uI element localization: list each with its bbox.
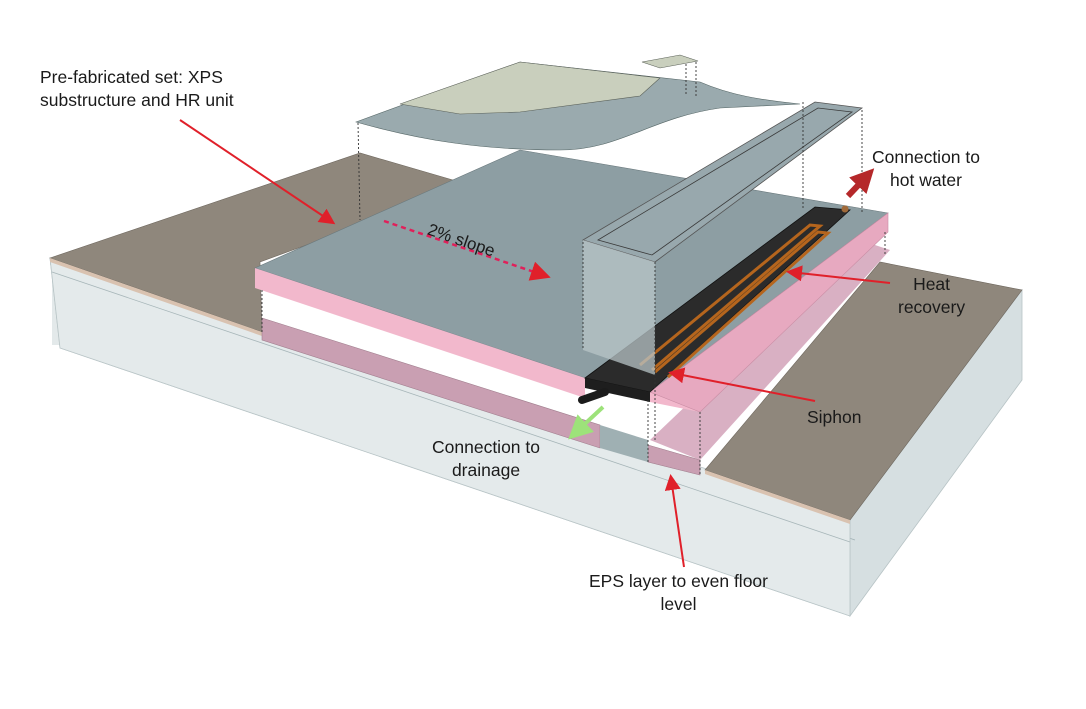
label-hot-water-line2: hot water bbox=[890, 170, 962, 190]
label-eps-layer-line1: EPS layer to even floor bbox=[589, 571, 768, 591]
label-hot-water-line1: Connection to bbox=[872, 147, 980, 167]
copper-coil-1 bbox=[639, 223, 824, 372]
siphon-pipe bbox=[578, 388, 609, 404]
eps-layer-back bbox=[650, 240, 890, 460]
hr-unit-front-block bbox=[585, 378, 650, 402]
drain-cover-inner bbox=[596, 107, 854, 256]
arrow-drainage bbox=[568, 405, 605, 440]
label-siphon-line1: Siphon bbox=[807, 407, 862, 427]
label-prefab-set-line2: substructure and HR unit bbox=[40, 90, 234, 110]
right-floor-finish-edge bbox=[705, 470, 850, 524]
projection-lines bbox=[261, 62, 886, 475]
tile-board bbox=[355, 54, 801, 151]
arrow-prefab-set bbox=[179, 119, 336, 225]
arrow-slope bbox=[383, 219, 551, 281]
label-eps-layer: EPS layer to even floor level bbox=[589, 570, 768, 616]
small-tile-stand bbox=[641, 54, 699, 69]
label-drainage-line2: drainage bbox=[451, 460, 521, 480]
arrow-hot-water bbox=[845, 168, 875, 199]
label-hot-water: Connection to hot water bbox=[872, 146, 980, 192]
label-heat-recovery-line1: Heat bbox=[913, 274, 951, 294]
label-eps-layer-line2: level bbox=[660, 594, 697, 614]
label-heat-recovery: Heat recovery bbox=[898, 273, 965, 319]
label-heat-recovery-line2: recovery bbox=[898, 297, 966, 317]
drain-cover-front bbox=[583, 240, 655, 375]
label-drainage: Connection to drainage bbox=[432, 436, 540, 482]
xps-slab bbox=[254, 149, 889, 413]
copper-coil-2 bbox=[654, 230, 832, 379]
tiles bbox=[399, 61, 661, 115]
arrow-siphon bbox=[668, 367, 816, 402]
xps-slab-right-pink bbox=[649, 212, 889, 413]
label-drainage-line1: Connection to bbox=[432, 437, 540, 457]
left-floor-finish-edge bbox=[50, 258, 262, 336]
arrow-heat-recovery bbox=[786, 265, 891, 284]
arrow-eps-layer bbox=[664, 474, 685, 568]
label-prefab-set: Pre-fabricated set: XPS substructure and… bbox=[40, 66, 234, 112]
xps-slab-front-pink bbox=[255, 268, 585, 398]
drain-cover bbox=[582, 101, 864, 375]
recess-gray-gap bbox=[600, 425, 648, 462]
hot-water-outlet bbox=[841, 205, 849, 213]
label-prefab-set-line1: Pre-fabricated set: XPS bbox=[40, 67, 223, 87]
base-front-seam bbox=[51, 271, 851, 543]
label-siphon: Siphon bbox=[807, 406, 862, 429]
